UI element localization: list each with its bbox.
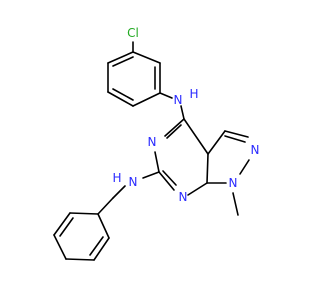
- bond: [187, 182, 208, 196]
- bond: [59, 217, 74, 237]
- bond: [53, 212, 71, 236]
- bond: [154, 151, 160, 173]
- aryl-amine-n-label: N: [174, 93, 183, 107]
- bond: [164, 118, 185, 137]
- bond: [97, 197, 114, 215]
- bond: [224, 135, 246, 143]
- pyrazolopyrimidine-core: [154, 118, 250, 216]
- bond: [53, 234, 67, 260]
- bond: [207, 130, 226, 155]
- bond: [132, 92, 161, 107]
- bond: [180, 105, 185, 120]
- bond: [142, 171, 160, 179]
- bond: [89, 236, 104, 256]
- chlorophenyl-ring: [107, 41, 161, 107]
- bond: [183, 118, 209, 155]
- phenyl-ring: [53, 212, 110, 261]
- bond: [112, 88, 134, 101]
- benzyl-amine-linker: [97, 171, 160, 215]
- molecule-diagram: Cl N H N N N N N H: [53, 26, 259, 261]
- benzyl-amine-n-label: N: [129, 175, 138, 189]
- aryl-amine-h-label: H: [189, 87, 198, 101]
- atom-labels: Cl N H N N N N N H: [112, 26, 259, 204]
- bond: [65, 258, 95, 261]
- bond: [112, 56, 134, 67]
- aryl-amine-linker: [159, 92, 185, 120]
- bond: [224, 130, 249, 138]
- chlorine-label: Cl: [127, 26, 139, 40]
- bond: [107, 51, 134, 64]
- bond: [206, 153, 209, 184]
- bond: [132, 51, 161, 64]
- pyrimidine-bottom-n-label: N: [179, 190, 188, 204]
- bond: [232, 192, 239, 216]
- methyl-n-label: N: [229, 176, 238, 190]
- bond: [239, 159, 250, 175]
- bond: [158, 171, 175, 191]
- pyrimidine-n-label: N: [148, 135, 157, 149]
- bond: [107, 91, 134, 107]
- benzyl-amine-h-label: H: [112, 171, 121, 185]
- bond: [93, 237, 110, 261]
- bond: [159, 92, 173, 99]
- bond: [162, 170, 177, 186]
- pyrazole-n-label: N: [251, 143, 260, 157]
- structure-canvas: Cl N H N N N N N H: [53, 26, 259, 261]
- bond: [97, 213, 110, 239]
- bond: [166, 124, 182, 139]
- bond: [112, 185, 126, 199]
- bond: [69, 212, 99, 215]
